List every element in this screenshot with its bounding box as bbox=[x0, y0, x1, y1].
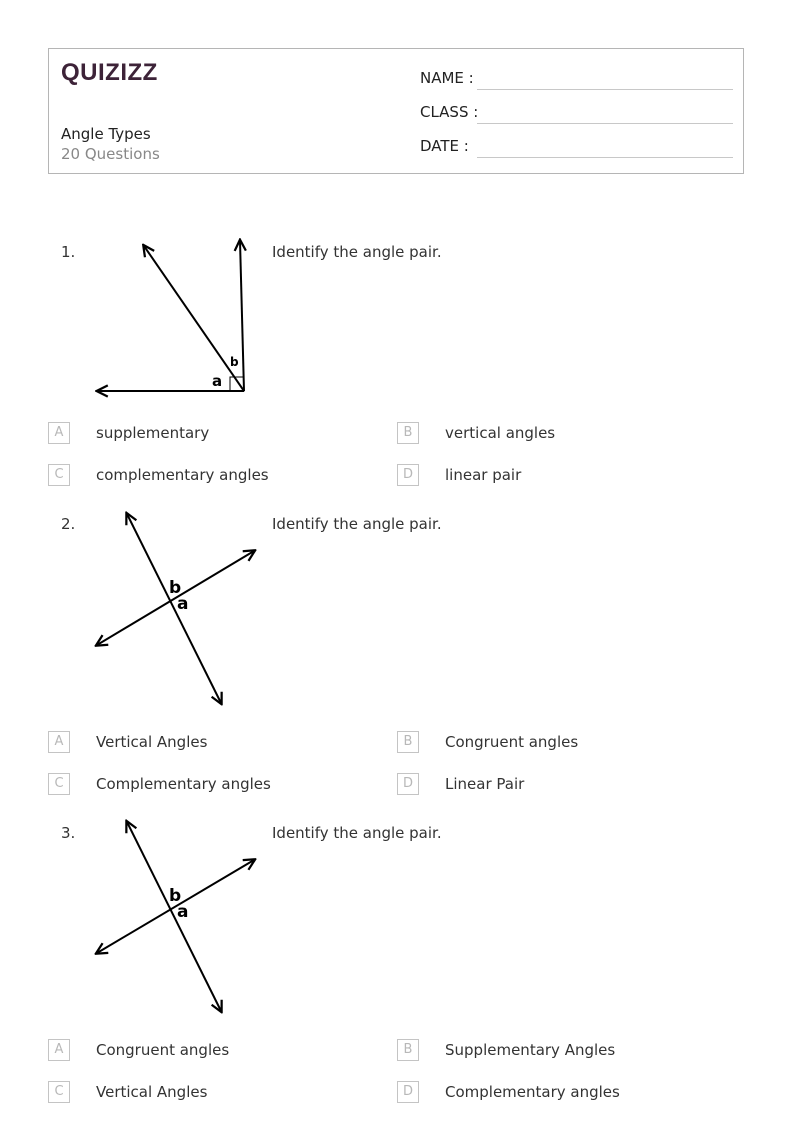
name-field[interactable] bbox=[477, 89, 733, 90]
class-field[interactable] bbox=[477, 123, 733, 124]
option-a-text: Congruent angles bbox=[96, 1041, 230, 1059]
option-c-text: Vertical Angles bbox=[96, 1083, 208, 1101]
option-d-text: linear pair bbox=[445, 466, 522, 484]
option-b-box[interactable]: B bbox=[397, 1039, 419, 1061]
date-field[interactable] bbox=[477, 157, 733, 158]
option-c-box[interactable]: C bbox=[48, 1081, 70, 1103]
worksheet-title: Angle Types bbox=[61, 125, 151, 143]
option-a-box[interactable]: A bbox=[48, 1039, 70, 1061]
question-number: 3. bbox=[61, 824, 76, 842]
date-label: DATE : bbox=[420, 137, 469, 155]
option-b-box[interactable]: B bbox=[397, 422, 419, 444]
worksheet-header: QUIZIZZ Angle Types 20 Questions NAME : … bbox=[48, 48, 744, 174]
option-d-box[interactable]: D bbox=[397, 773, 419, 795]
question-prompt: Identify the angle pair. bbox=[272, 515, 442, 533]
option-a-text: Vertical Angles bbox=[96, 733, 208, 751]
class-label: CLASS : bbox=[420, 103, 479, 121]
angle-label-b: b bbox=[169, 886, 181, 906]
quizizz-logo: QUIZIZZ bbox=[61, 59, 158, 86]
angle-label-b: b bbox=[230, 355, 239, 369]
option-b-box[interactable]: B bbox=[397, 731, 419, 753]
option-d-text: Linear Pair bbox=[445, 775, 525, 793]
option-c-text: complementary angles bbox=[96, 466, 269, 484]
angle-diagram-2: b a bbox=[90, 508, 265, 713]
option-d-text: Complementary angles bbox=[445, 1083, 620, 1101]
angle-diagram-3: b a bbox=[90, 817, 265, 1022]
angle-label-a: a bbox=[212, 372, 222, 390]
question-prompt: Identify the angle pair. bbox=[272, 824, 442, 842]
option-a-box[interactable]: A bbox=[48, 422, 70, 444]
question-count: 20 Questions bbox=[61, 145, 160, 163]
question-number: 2. bbox=[61, 515, 76, 533]
option-a-box[interactable]: A bbox=[48, 731, 70, 753]
option-b-text: Supplementary Angles bbox=[445, 1041, 616, 1059]
option-c-text: Complementary angles bbox=[96, 775, 271, 793]
option-b-text: Congruent angles bbox=[445, 733, 579, 751]
option-c-box[interactable]: C bbox=[48, 773, 70, 795]
angle-label-a: a bbox=[177, 902, 188, 922]
option-d-box[interactable]: D bbox=[397, 464, 419, 486]
name-label: NAME : bbox=[420, 69, 474, 87]
angle-label-b: b bbox=[169, 578, 181, 598]
option-a-text: supplementary bbox=[96, 424, 210, 442]
option-c-box[interactable]: C bbox=[48, 464, 70, 486]
angle-diagram-1: a b bbox=[90, 235, 260, 400]
angle-label-a: a bbox=[177, 594, 188, 614]
option-b-text: vertical angles bbox=[445, 424, 556, 442]
question-prompt: Identify the angle pair. bbox=[272, 243, 442, 261]
option-d-box[interactable]: D bbox=[397, 1081, 419, 1103]
question-number: 1. bbox=[61, 243, 76, 261]
